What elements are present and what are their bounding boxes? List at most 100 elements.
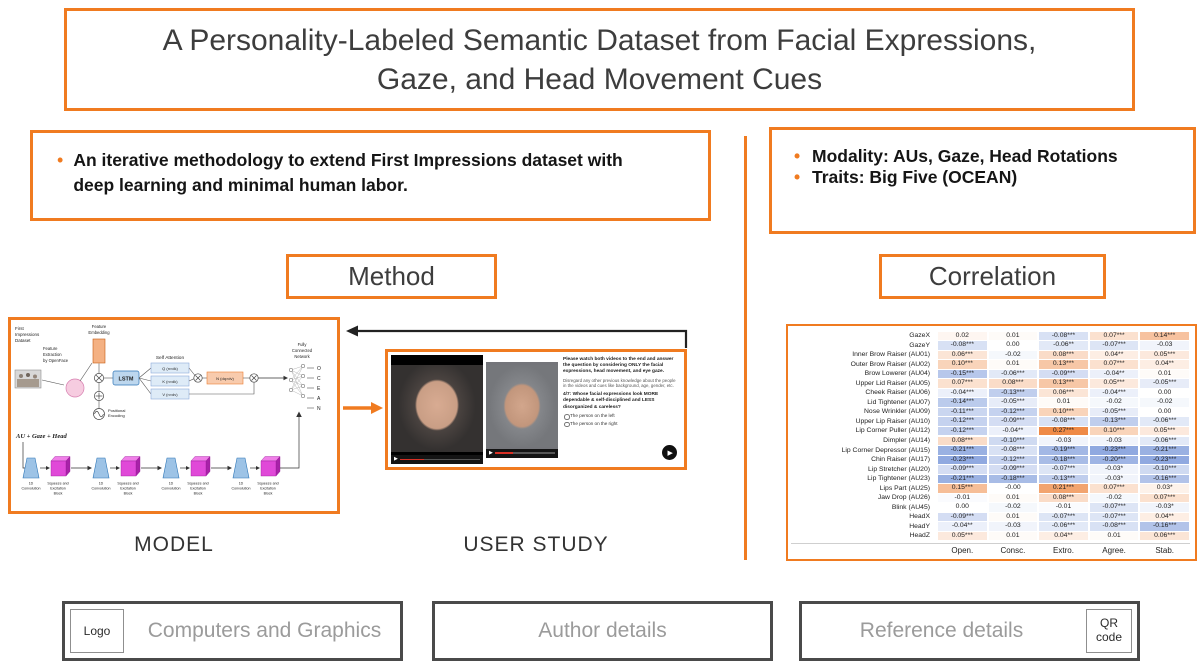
logo-placeholder: Logo	[70, 609, 124, 653]
svg-text:Feature: Feature	[92, 324, 107, 329]
svg-text:Block: Block	[194, 492, 203, 496]
svg-text:Squeeze and: Squeeze and	[117, 482, 138, 486]
svg-text:Convolution: Convolution	[232, 487, 251, 491]
svg-text:Block: Block	[54, 492, 63, 496]
correlation-cell: 0.07***	[1089, 360, 1139, 369]
correlation-cell: 0.01	[988, 512, 1038, 522]
video-right[interactable]: ▶	[486, 361, 558, 458]
correlation-cell: 0.04**	[1140, 360, 1189, 369]
correlation-cell: -0.03	[1039, 436, 1088, 446]
wire	[79, 362, 93, 382]
correlation-cell: -0.08***	[938, 341, 987, 350]
correlation-cell: 0.07***	[1089, 331, 1139, 340]
method-label-text: Method	[348, 261, 435, 291]
correlation-cell: 0.14***	[1140, 331, 1189, 340]
row-label: HeadY	[909, 522, 930, 530]
radio-option[interactable]: The person on the right	[563, 421, 679, 428]
radio-option[interactable]: The person on the left	[563, 413, 679, 420]
progress-bar[interactable]	[399, 458, 480, 461]
correlation-cell: -0.02	[1140, 398, 1189, 407]
video-left[interactable]: ▶	[391, 355, 483, 464]
attention-matrix-block: N (dq×dv)	[206, 371, 244, 385]
correlation-cell: -0.02	[988, 503, 1038, 512]
correlation-cell: 0.08***	[938, 436, 987, 446]
correlation-cell: 0.01	[988, 493, 1038, 503]
correlation-cell: -0.04***	[938, 388, 987, 398]
methodology-box: • An iterative methodology to extend Fir…	[30, 130, 711, 221]
reference-label: Reference details	[859, 619, 1024, 642]
video-controls[interactable]: ▶	[486, 448, 558, 458]
correlation-cell: 0.05***	[938, 532, 987, 541]
correlation-cell: 0.21***	[1039, 484, 1088, 493]
correlation-cell: -0.12***	[988, 407, 1038, 417]
highlight-bullet: Modality: AUs, Gaze, Head Rotations	[794, 146, 1185, 167]
title-box: A Personality-Labeled Semantic Dataset f…	[64, 8, 1135, 111]
correlation-cell: 0.03*	[1140, 484, 1189, 493]
correlation-cell: -0.02	[988, 350, 1038, 360]
correlation-cell: 0.04**	[1039, 532, 1088, 541]
correlation-cell: -0.03*	[1089, 465, 1139, 474]
correlation-cell: 0.08***	[1039, 493, 1088, 503]
self-attention-label: Self Attention	[156, 355, 185, 361]
correlation-cell: -0.04**	[988, 427, 1038, 436]
model-diagram-box: First Impressions Dataset Feature Extrac…	[8, 317, 340, 514]
svg-text:Network: Network	[294, 354, 310, 359]
play-button[interactable]: ▶	[662, 445, 677, 460]
correlation-cell: -0.18***	[1039, 455, 1088, 465]
correlation-cell: -0.08***	[1039, 417, 1088, 426]
correlation-cell: 0.05***	[1140, 350, 1189, 360]
correlation-cell: -0.05***	[988, 398, 1038, 407]
row-label: Dimpler (AU14)	[883, 437, 930, 445]
svg-text:LSTM: LSTM	[119, 377, 134, 383]
table-row: HeadX-0.09***0.01-0.07***-0.07***0.04**	[791, 512, 1190, 522]
user-study-box: ▶ ▶ Please watch both videos to the end …	[385, 349, 687, 470]
correlation-cell: -0.03*	[1089, 474, 1139, 484]
correlation-cell: -0.05***	[1089, 407, 1139, 417]
svg-text:by OpenFace: by OpenFace	[43, 358, 69, 363]
openface-extraction-label: Feature Extraction by OpenFace	[43, 346, 69, 363]
wire	[188, 378, 194, 382]
play-icon: ▶	[667, 449, 673, 457]
methodology-text: An iterative methodology to extend First…	[73, 150, 623, 195]
authors-footer-box: Author details	[432, 601, 773, 661]
video-controls[interactable]: ▶	[391, 455, 483, 464]
method-section-label: Method	[286, 254, 497, 299]
table-row: Cheek Raiser (AU06)-0.04***-0.13***0.06*…	[791, 388, 1190, 398]
play-icon[interactable]: ▶	[489, 449, 493, 456]
correlation-cell: -0.09***	[988, 417, 1038, 426]
correlation-cell: 0.00	[938, 503, 987, 512]
model-to-study-arrow	[343, 402, 383, 414]
correlation-cell: -0.18***	[988, 474, 1038, 484]
correlation-cell: 0.15***	[938, 484, 987, 493]
svg-text:1D: 1D	[29, 482, 34, 486]
progress-bar[interactable]	[494, 452, 555, 454]
svg-text:Encoding: Encoding	[108, 413, 125, 418]
correlation-cell: -0.07***	[1039, 512, 1088, 522]
correlation-cell: 0.01	[1039, 398, 1088, 407]
correlation-table-footer: Open.Consc.Extro.Agree.Stab.	[791, 543, 1190, 555]
correlation-cell: -0.05***	[1140, 379, 1189, 388]
correlation-cell: 0.01	[988, 532, 1038, 541]
svg-text:Extraction: Extraction	[43, 352, 62, 357]
positional-encoding-label: Positional Encoding	[108, 408, 125, 418]
venue-footer-box: Logo Computers and Graphics	[62, 601, 403, 661]
fully-connected-label: Fully Connected Network	[292, 342, 313, 359]
model-architecture-diagram: First Impressions Dataset Feature Extrac…	[14, 324, 321, 496]
model-caption: MODEL	[134, 533, 214, 556]
correlation-cell: 0.10***	[938, 360, 987, 369]
qkv-blocks: Q (n×dk) K (n×dk) V (n×dv)	[138, 362, 190, 400]
play-icon[interactable]: ▶	[394, 456, 398, 462]
wire	[41, 379, 65, 386]
svg-text:E: E	[317, 386, 321, 392]
correlation-cell: 0.04**	[1089, 350, 1139, 360]
correlation-cell: -0.21***	[938, 474, 987, 484]
correlation-cell: 0.06***	[1140, 532, 1189, 541]
correlation-cell: 0.27***	[1039, 427, 1088, 436]
highlights-box: Modality: AUs, Gaze, Head RotationsTrait…	[769, 127, 1196, 234]
